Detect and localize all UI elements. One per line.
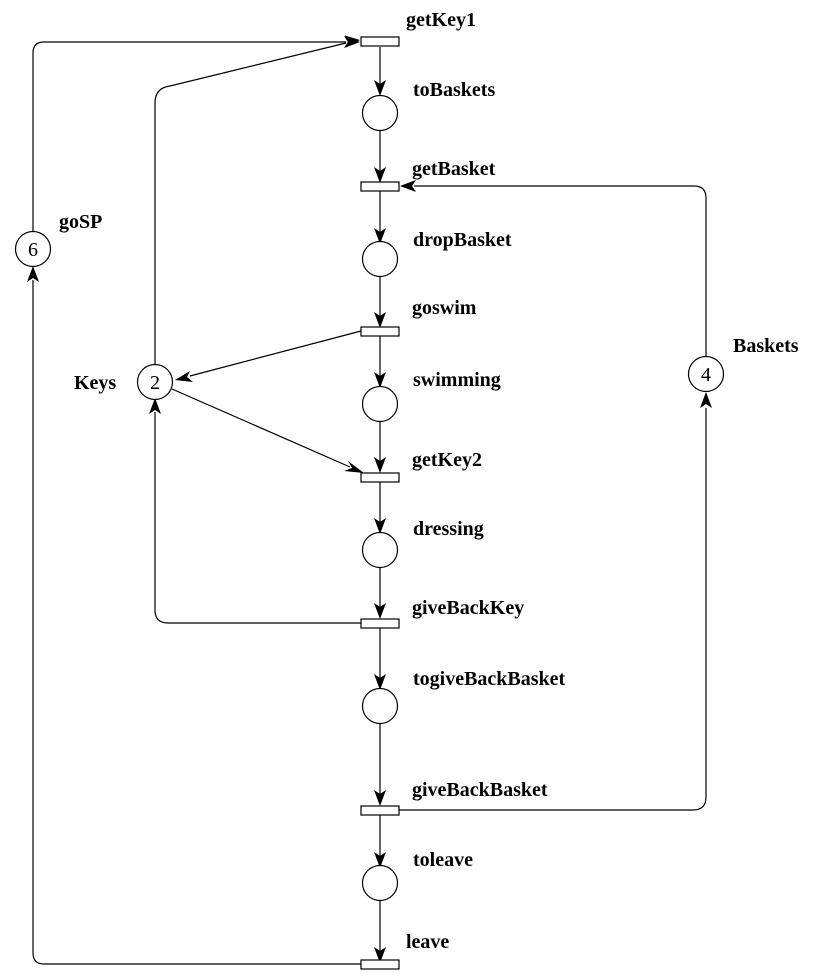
label-keys: Keys xyxy=(74,372,116,394)
arrowhead xyxy=(345,35,360,48)
label-toBaskets: toBaskets xyxy=(413,79,495,101)
label-goSP: goSP xyxy=(59,211,102,233)
place-baskets xyxy=(687,355,725,393)
arrowhead xyxy=(27,266,39,282)
transition-getBasket xyxy=(360,181,400,192)
label-togiveBackBasket: togiveBackBasket xyxy=(413,668,566,690)
arrowhead xyxy=(374,947,386,963)
arrowhead xyxy=(374,518,386,534)
label-swimming: swimming xyxy=(413,369,501,391)
transition-getKey1 xyxy=(360,36,400,47)
label-getKey2: getKey2 xyxy=(412,449,482,471)
arc-goswim-keys xyxy=(189,330,362,377)
arrowhead xyxy=(374,852,386,868)
label-dressing: dressing xyxy=(413,518,484,540)
label-getBasket: getBasket xyxy=(412,158,496,180)
transition-leave xyxy=(360,959,400,970)
label-leave: leave xyxy=(406,931,449,953)
transitions xyxy=(360,36,400,970)
label-baskets: Baskets xyxy=(733,335,799,357)
arrowhead xyxy=(374,228,386,244)
place-swimming xyxy=(361,385,399,423)
arc-keys-getKey1 xyxy=(154,42,347,365)
place-goSP xyxy=(14,230,52,268)
arcs xyxy=(32,41,707,965)
arrowhead xyxy=(344,461,364,473)
places xyxy=(14,94,725,902)
arrowhead xyxy=(700,392,712,408)
arc-giveBackBasket-baskets xyxy=(399,408,707,811)
transition-getKey2 xyxy=(360,472,400,483)
arrowhead xyxy=(374,167,386,183)
label-goswim: goswim xyxy=(412,297,477,319)
place-toBaskets xyxy=(361,94,399,132)
place-keys xyxy=(136,363,174,401)
place-dropBasket xyxy=(361,240,399,278)
transition-giveBackKey xyxy=(360,618,400,629)
label-giveBackBasket: giveBackBasket xyxy=(412,779,548,801)
label-giveBackKey: giveBackKey xyxy=(412,597,524,619)
arrowhead xyxy=(175,371,193,382)
label-getKey1: getKey1 xyxy=(406,9,476,31)
arc-baskets-getBasket xyxy=(414,185,707,356)
place-togiveBackBasket xyxy=(361,687,399,725)
arrowhead xyxy=(374,457,386,473)
token-count-keys: 2 xyxy=(150,372,160,394)
arc-keys-getKey2 xyxy=(171,388,351,468)
arrowhead xyxy=(149,398,161,414)
arrowhead xyxy=(374,372,386,388)
place-dressing xyxy=(361,531,399,569)
arrowhead xyxy=(400,180,416,192)
arrowhead xyxy=(374,674,386,690)
token-count-goSP: 6 xyxy=(28,239,38,261)
place-toleave xyxy=(361,864,399,902)
arrowhead xyxy=(374,80,386,96)
arrowhead xyxy=(374,790,386,806)
labels: getKey1 toBaskets getBasket dropBasket g… xyxy=(59,9,799,953)
arrowhead xyxy=(374,603,386,619)
arrowheads xyxy=(27,35,712,963)
label-toleave: toleave xyxy=(413,849,473,871)
transition-giveBackBasket xyxy=(360,805,400,816)
arc-goSP-getKey1 xyxy=(32,41,346,232)
tokens: 6 2 4 xyxy=(28,239,711,394)
arrowhead xyxy=(374,312,386,328)
token-count-baskets: 4 xyxy=(701,364,711,386)
label-dropBasket: dropBasket xyxy=(413,229,512,251)
transition-goswim xyxy=(360,326,400,337)
arc-giveBackKey-keys xyxy=(154,412,361,624)
arc-leave-goSP xyxy=(32,280,361,965)
